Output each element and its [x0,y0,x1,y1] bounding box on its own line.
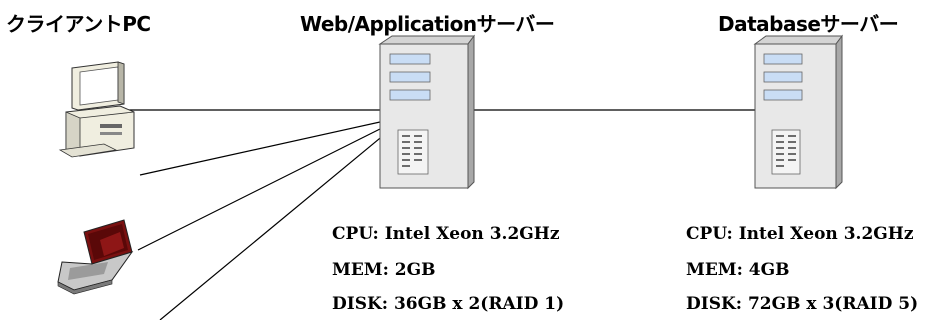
link-laptop-to-app-server [137,127,383,251]
app-server-cpu: CPU: Intel Xeon 3.2GHz [332,224,560,244]
app-server-label: Web/Applicationサーバー [300,12,555,36]
app-server-disk: DISK: 36GB x 2(RAID 1) [332,294,565,314]
client-pc-label: クライアントPC [6,12,151,36]
laptop-icon [57,219,134,295]
db-server-mem: MEM: 4GB [686,260,790,280]
db-server-cpu: CPU: Intel Xeon 3.2GHz [686,224,914,244]
link-client-to-app-server-2 [139,121,381,176]
desktop-pc-icon [58,61,135,158]
connections [128,109,755,320]
app-server-mem: MEM: 2GB [332,260,436,280]
app-server-tower-icon [378,34,475,190]
db-server-tower-icon [753,34,843,190]
link-client-to-app-server-4 [159,133,386,320]
db-server-label: Databaseサーバー [718,12,899,36]
db-server-disk: DISK: 72GB x 3(RAID 5) [686,294,919,314]
